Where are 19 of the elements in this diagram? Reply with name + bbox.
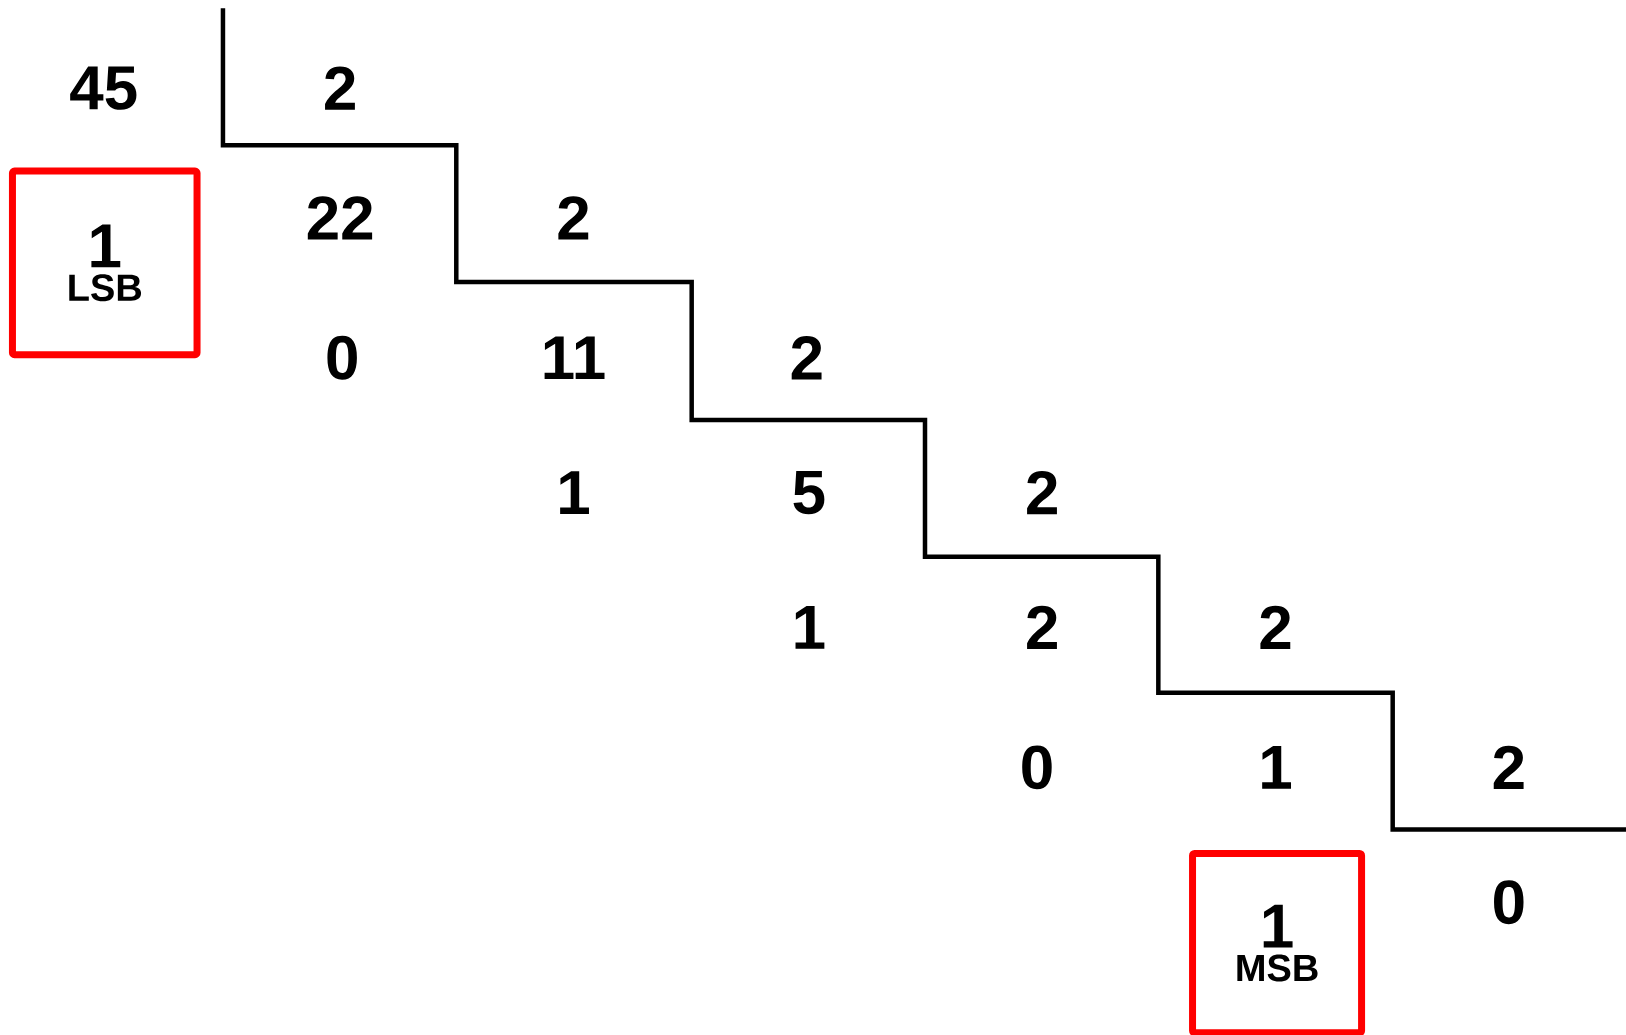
number-label: 1: [1262, 746, 1291, 789]
number-label: 22: [307, 196, 373, 240]
number-label: 2: [558, 196, 589, 240]
highlight-box: 1 MSB: [1189, 849, 1366, 1035]
number-label: 2: [1493, 745, 1524, 789]
number-label: 0: [1494, 880, 1524, 925]
number-label: 11: [544, 336, 605, 380]
number-label: 1: [560, 471, 589, 514]
number-label: 5: [793, 470, 825, 515]
number-label: 2: [791, 336, 822, 380]
number-label: 1: [795, 606, 825, 649]
highlight-box: 1 LSB: [8, 167, 201, 359]
number-label: 0: [1022, 745, 1052, 790]
number-label: 2: [1027, 605, 1057, 649]
number-label: 2: [1027, 470, 1057, 515]
number-label: 2: [1260, 605, 1291, 649]
number-label: 0: [327, 335, 357, 380]
number-label: 45: [70, 66, 137, 110]
number-label: 2: [325, 66, 355, 110]
